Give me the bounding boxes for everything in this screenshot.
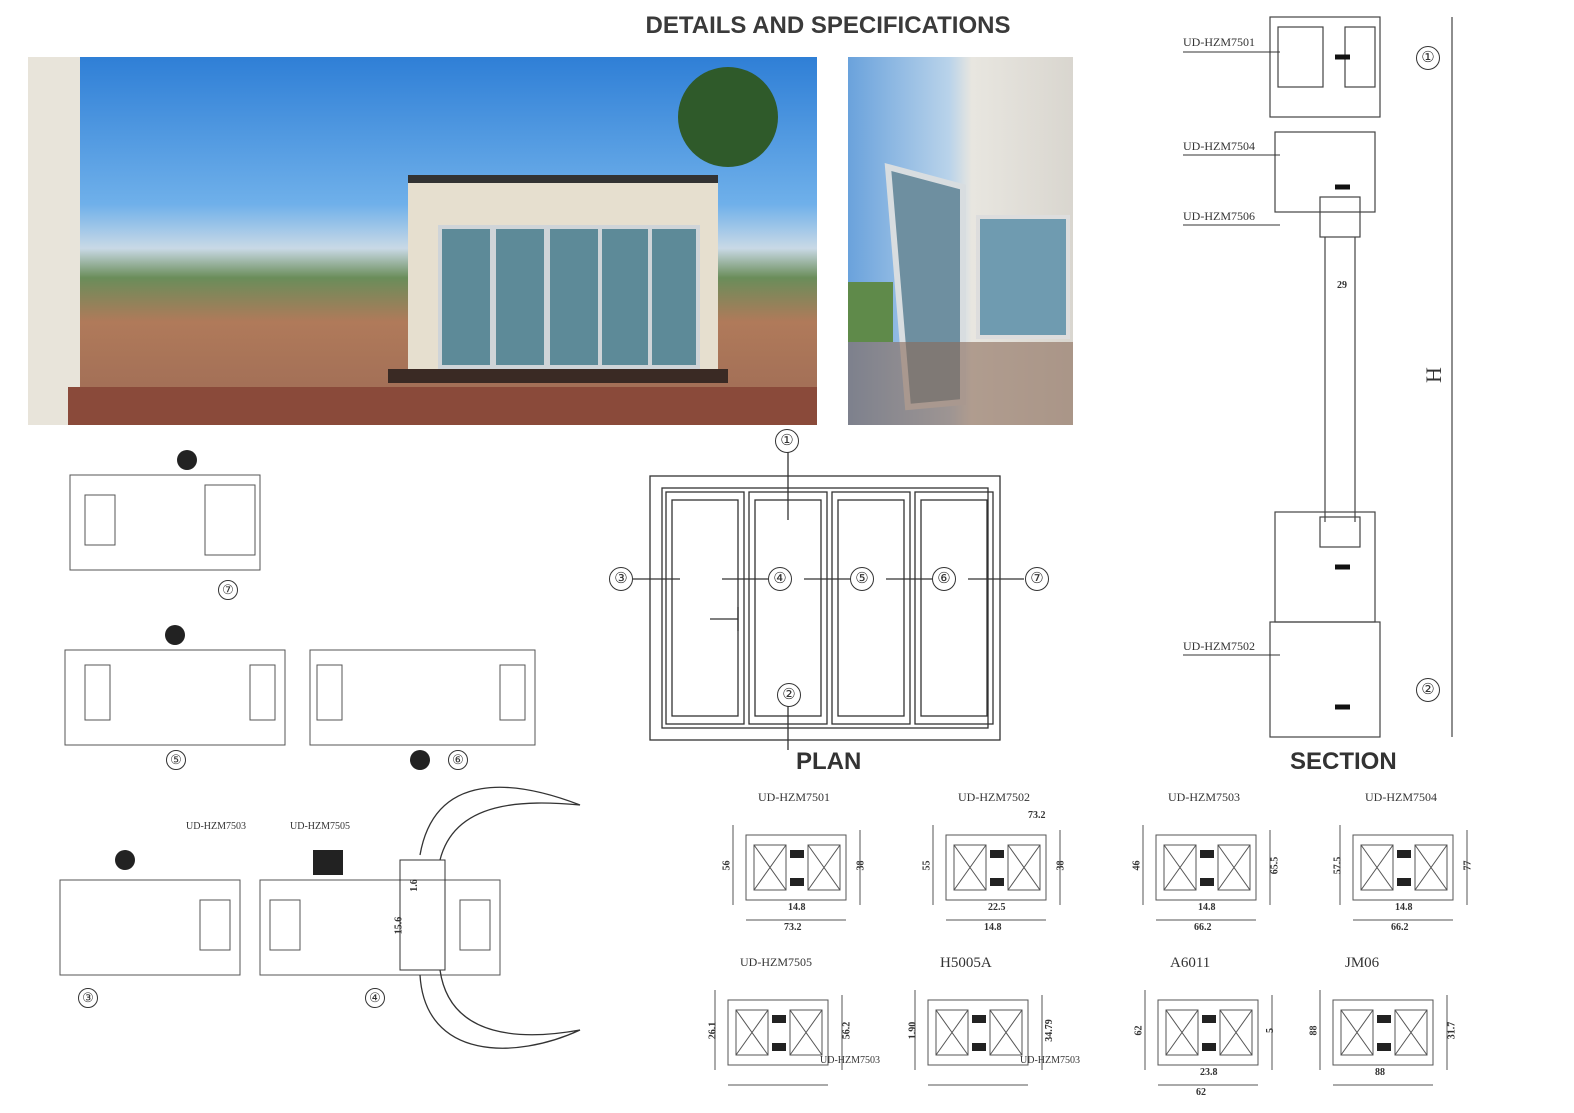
profile-dimension: 56.2 <box>841 1021 853 1040</box>
profile-dimension: 38 <box>1055 860 1067 871</box>
plan-label: PLAN <box>796 748 862 775</box>
section-part-label: UD-HZM7504 <box>1183 139 1255 153</box>
profile-name: H5005A <box>940 955 992 971</box>
profile-name: UD-HZM7502 <box>958 790 1030 804</box>
plan-marker-1: ① <box>775 429 799 453</box>
plan-marker-4: ④ <box>768 567 792 591</box>
profile-drawing <box>732 825 861 921</box>
detail-marker-6: ⑥ <box>448 750 468 770</box>
detail-part-label: UD-HZM7503 <box>186 821 246 832</box>
section-height-label: H <box>1420 367 1446 383</box>
profile-dimension: UD-HZM7503 <box>1020 1055 1080 1066</box>
profile-dimension: 31.7 <box>1446 1021 1458 1040</box>
profile-drawing <box>914 990 1043 1086</box>
profile-dimension: 5 <box>1265 1028 1276 1033</box>
profile-name: UD-HZM7504 <box>1365 790 1437 804</box>
section-drawing <box>1183 16 1453 738</box>
plan-marker-6: ⑥ <box>932 567 956 591</box>
section-part-label: UD-HZM7501 <box>1183 35 1255 49</box>
page-title: DETAILS AND SPECIFICATIONS <box>645 12 1011 39</box>
profile-dimension: 88 <box>1308 1025 1320 1036</box>
profile-dimension: 14.8 <box>1198 902 1216 913</box>
detail-marker-4: ④ <box>365 988 385 1008</box>
profile-dimension: 14.8 <box>788 902 806 913</box>
profile-card: UD-HZM7502 55 38 22.5 14.8 73.2 <box>918 790 1078 935</box>
profile-dimension: 56 <box>721 860 733 871</box>
profile-dimension: 77 <box>1462 860 1474 871</box>
profile-card: UD-HZM7503 46 65.5 14.8 66.2 <box>1128 790 1288 935</box>
profile-card: UD-HZM7504 57.5 77 14.8 66.2 <box>1325 790 1485 935</box>
profile-dimension: UD-HZM7503 <box>820 1055 880 1066</box>
profile-name: UD-HZM7501 <box>758 790 830 804</box>
detail-marker-3: ③ <box>78 988 98 1008</box>
profile-dimension: 34.79 <box>1043 1019 1055 1042</box>
profile-dimension: 88 <box>1375 1067 1385 1078</box>
profile-name: JM06 <box>1345 955 1380 971</box>
profile-dimension: 73.2 <box>784 922 802 933</box>
profile-dimension: 73.2 <box>1028 810 1046 821</box>
profile-dimension: 46 <box>1131 860 1143 871</box>
detail-part-label: UD-HZM7505 <box>290 821 350 832</box>
plan-drawing <box>633 452 1024 750</box>
profile-drawing <box>1144 990 1273 1086</box>
open-door-illustration <box>848 163 1073 425</box>
profile-dimension: 38 <box>855 860 867 871</box>
profile-drawing <box>714 990 843 1086</box>
detail-marker-5: ⑤ <box>166 750 186 770</box>
plan-marker-5: ⑤ <box>850 567 874 591</box>
profile-drawing <box>932 825 1061 921</box>
glass-dimension: 29 <box>1337 280 1347 291</box>
profile-dimension: 55 <box>921 860 933 871</box>
profile-name: UD-HZM7503 <box>1168 790 1240 804</box>
profile-dimension: 57.5 <box>1332 856 1344 875</box>
photo-garden-pavilion <box>28 57 817 425</box>
section-marker: ② <box>1416 678 1440 702</box>
profile-name: UD-HZM7505 <box>740 955 812 969</box>
profile-dimension: 22.5 <box>988 902 1006 913</box>
detail-marker-7: ⑦ <box>218 580 238 600</box>
plan-marker-7: ⑦ <box>1025 567 1049 591</box>
profile-dimension: 14.8 <box>1395 902 1413 913</box>
plan-marker-3: ③ <box>609 567 633 591</box>
profile-dimension: 1.90 <box>907 1021 919 1040</box>
profile-drawing <box>1339 825 1468 921</box>
pavilion-illustration <box>28 57 817 425</box>
profile-dimension: 66.2 <box>1391 922 1409 933</box>
profile-dimension: 23.8 <box>1200 1067 1218 1078</box>
section-part-label: UD-HZM7502 <box>1183 639 1255 653</box>
profile-dimension: 62 <box>1196 1087 1206 1098</box>
profile-drawing <box>1319 990 1448 1086</box>
profile-drawing <box>1142 825 1271 921</box>
plan-marker-2: ② <box>777 683 801 707</box>
profile-dimension: 26.1 <box>707 1021 719 1040</box>
profile-dimension: 66.2 <box>1194 922 1212 933</box>
profile-card: JM06 88 31.7 88 <box>1305 955 1465 1100</box>
profile-dimension: 62 <box>1133 1025 1145 1036</box>
detail-drawings <box>59 450 581 1049</box>
profile-dimension: 14.8 <box>984 922 1002 933</box>
section-part-label: UD-HZM7506 <box>1183 209 1255 223</box>
section-marker: ① <box>1416 46 1440 70</box>
detail-dimension: 15.6 <box>393 916 405 935</box>
profile-card: A6011 62 5 23.8 62 <box>1130 955 1290 1100</box>
profile-card: UD-HZM7501 56 38 14.8 73.2 <box>718 790 878 935</box>
profile-dimension: 65.5 <box>1269 856 1281 875</box>
photo-open-door <box>848 57 1073 425</box>
profile-name: A6011 <box>1170 955 1211 971</box>
detail-dimension: 1.6 <box>408 879 420 892</box>
section-label: SECTION <box>1290 748 1397 775</box>
